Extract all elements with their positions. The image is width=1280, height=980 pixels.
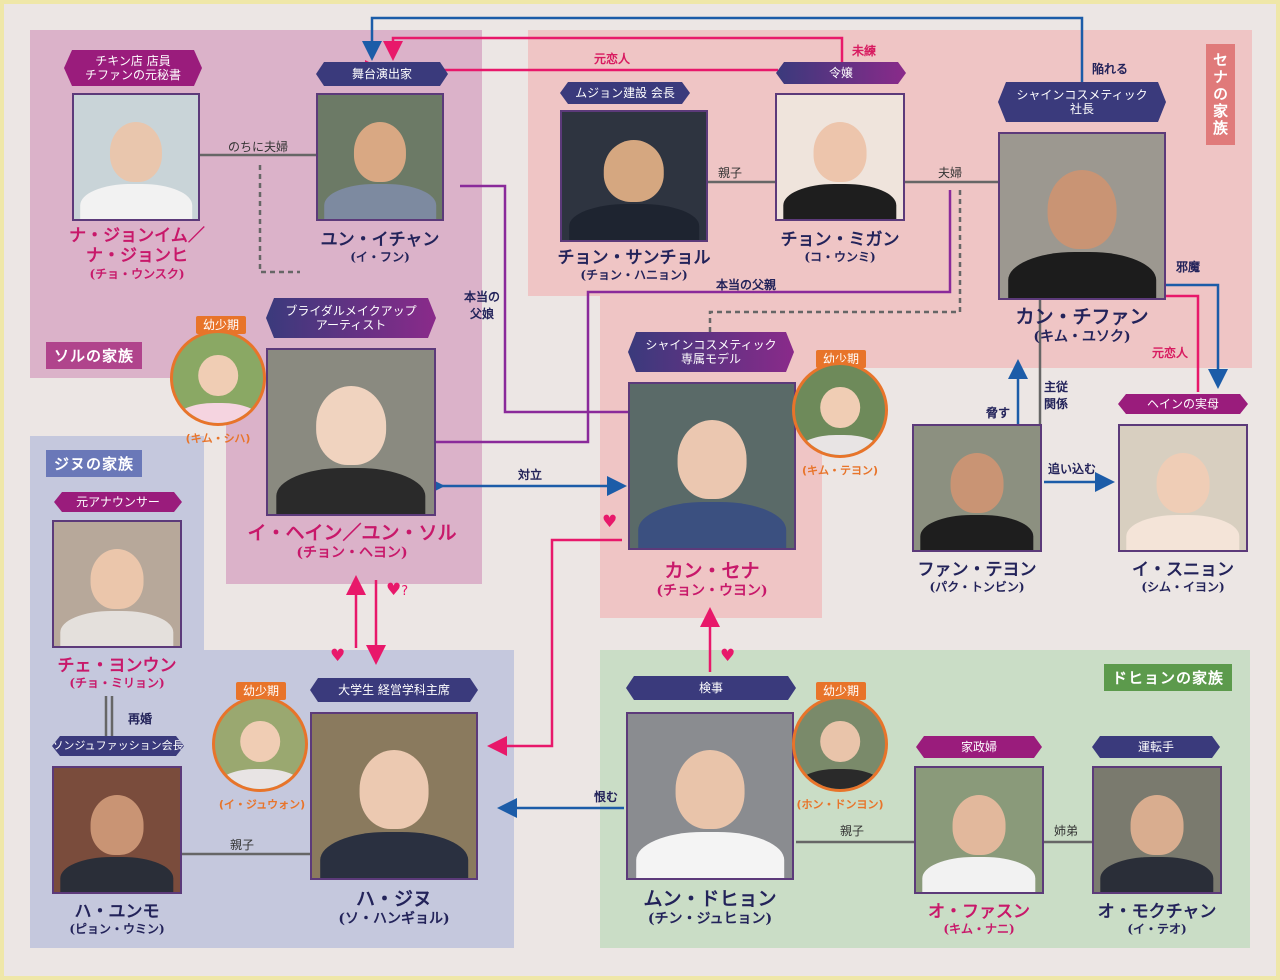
heart-icon: ♥ [602,512,618,532]
name-ihein: イ・ヘイン／ユン・ソル(チョン・ヘヨン) [247,522,457,561]
portrait-kangsena [628,382,796,550]
name-najungim: ナ・ジョンイム／ ナ・ジョンヒ(チョ・ウンスク) [69,226,205,281]
role-badge: 元アナウンサー [54,492,182,512]
name-chungsan: チョン・サンチョル(チョン・ハニョン) [557,248,711,283]
label-shuju: 主従 関係 [1044,380,1069,411]
portrait-hayunmo [52,766,182,894]
name-kangsena: カン・セナ(チョン・ウヨン) [656,560,768,599]
name-mundohyun: ムン・ドヒョン(チン・ジュヒョン) [643,888,777,927]
heart-icon: ♥? [386,580,409,600]
line-otoshireru [362,16,1084,82]
sena-family-tag: セナの家族 [1206,44,1235,145]
label-uramu: 恨む [594,790,619,804]
line-sena-jinu [487,538,622,756]
name-hajinu: ハ・ジヌ(ソ・ハンギョル) [338,888,450,927]
portrait-ihein [266,348,436,516]
label-odosu: 脅す [986,406,1011,420]
role-badge: ムジョン建設 会長 [560,82,690,104]
name-omokchan: オ・モクチャン(イ・テオ) [1097,902,1217,937]
label-oyako-ha: 親子 [230,838,255,852]
line-later-married-child [258,165,300,274]
childhood-badge: 幼少期 [816,682,866,700]
label-oikomu: 追い込む [1048,462,1097,476]
portrait-hajinu [310,712,478,880]
question-mark: ? [401,584,409,599]
label-oyako-mun: 親子 [840,824,865,838]
label-shitei: 姉弟 [1054,824,1079,838]
line-dash-sena [708,188,962,350]
portrait-yunichan [316,93,444,221]
portrait-choiyonun [52,520,182,648]
label-miren: 未練 [852,44,877,58]
portrait-mundohyun [626,712,794,880]
role-badge: シャインコスメティック 社長 [998,82,1166,122]
name-choiyonun: チェ・ヨンウン(チョ・ミリョン) [57,656,177,691]
role-badge: 大学生 経営学科主席 [310,678,478,702]
label-later-married: のちに夫婦 [228,140,289,154]
label-tairitsu: 対立 [518,468,543,482]
name-isunien: イ・スニョン(シム・イヨン) [1132,560,1234,595]
portrait-isunien [1118,424,1248,552]
portrait-ofasun [914,766,1044,894]
jinu-family-tag: ジヌの家族 [46,450,143,477]
role-badge: ブライダルメイクアップ アーティスト [266,298,436,338]
portrait-hajinu-child [212,696,308,792]
portrait-najungim [72,93,200,221]
line-jama [1166,283,1228,389]
dohyun-family-tag: ドヒョンの家族 [1104,664,1233,691]
line-honto-fusume [460,184,628,414]
portrait-chungsan [560,110,708,242]
role-badge: 検事 [626,676,796,700]
heart-icon: ♥ [720,646,736,666]
label-honto-fusume: 本当の 父娘 [464,290,501,321]
label-fuufu: 夫婦 [938,166,963,180]
label-saikon: 再婚 [128,712,153,726]
label-exlover2: 元恋人 [1152,346,1189,360]
child-actor-mundohyun: (ホン・ドンヨン) [796,798,884,811]
label-oyako-chung: 親子 [718,166,743,180]
sol-family-tag: ソルの家族 [46,342,143,369]
portrait-ihein-child [170,330,266,426]
label-otoshireru: 陥れる [1092,62,1129,76]
role-badge: チキン店 店員 チファンの元秘書 [64,50,202,86]
child-actor-kangsena: (キム・テヨン) [801,464,879,477]
name-fantejon: ファン・テヨン(パク・トンビン) [917,560,1037,595]
label-jama: 邪魔 [1176,260,1201,274]
role-badge: シャインコスメティック 専属モデル [628,332,794,372]
role-badge: 家政婦 [916,736,1042,758]
role-badge: ソンジュファッション会長 [52,736,184,756]
name-chungmigan: チョン・ミガン(コ・ウンミ) [780,230,900,265]
portrait-kangchifan [998,132,1166,300]
role-badge: ヘインの実母 [1118,394,1248,414]
label-exlover1: 元恋人 [594,52,631,66]
heart-icon: ♥ [330,646,346,666]
line-miren [383,36,844,64]
child-actor-hajinu: (イ・ジュウォン) [218,798,306,811]
line-exlover2 [1166,294,1200,392]
portrait-kangsena-child [792,362,888,458]
name-kangchifan: カン・チファン(キム・ユソク) [1015,306,1149,345]
line-saikon [104,696,114,740]
childhood-badge: 幼少期 [196,316,246,334]
portrait-mundohyun-child [792,696,888,792]
name-hayunmo: ハ・ユンモ(ピョン・ウミン) [69,902,165,937]
line-honto-fuoya [434,190,952,444]
child-actor-ihein: (キム・シハ) [185,432,251,445]
role-badge: 舞台演出家 [316,62,448,86]
role-badge: 令嬢 [776,62,906,84]
childhood-badge: 幼少期 [236,682,286,700]
portrait-fantejon [912,424,1042,552]
role-badge: 運転手 [1092,736,1220,758]
label-honto-fuoya: 本当の父親 [716,278,777,292]
name-ofasun: オ・ファスン(キム・ナニ) [928,902,1030,937]
name-yunichan: ユン・イチャン(イ・フン) [320,230,440,265]
portrait-omokchan [1092,766,1222,894]
portrait-chungmigan [775,93,905,221]
